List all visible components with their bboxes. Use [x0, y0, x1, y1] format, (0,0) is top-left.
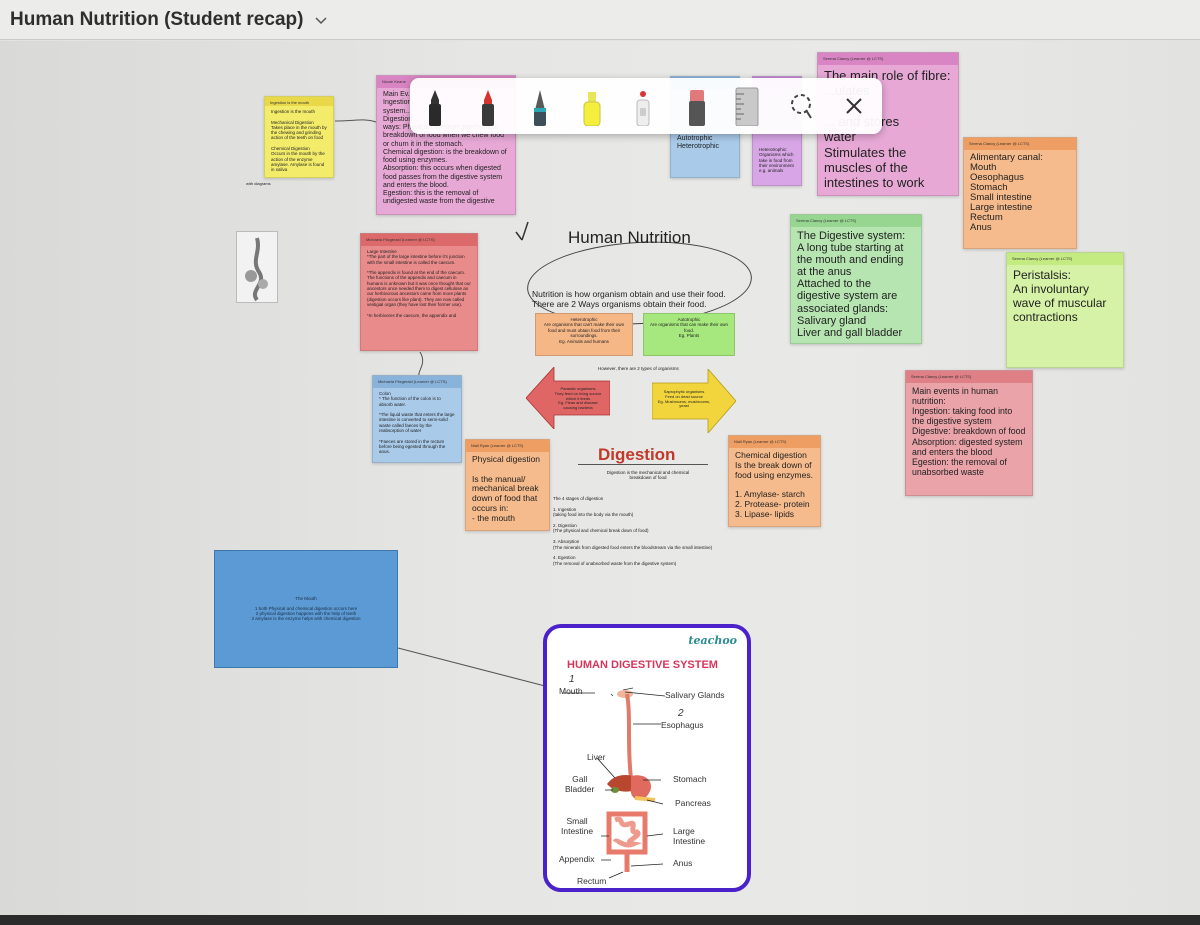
- digestive-system-diagram[interactable]: teachoo HUMAN DIGESTIVE SYSTEM 1 2 Mouth…: [543, 624, 751, 892]
- note-body: Colon * The function of the colon is to …: [379, 391, 455, 455]
- teachoo-logo: teachoo: [688, 634, 737, 647]
- sticky-note-peristalsis[interactable]: Serena Clancy (Learner @ LCTS) Peristals…: [1006, 252, 1124, 368]
- note-body: Heterotrophic: Organisms which take in f…: [759, 147, 794, 174]
- label-rectum: Rectum: [577, 876, 607, 886]
- sticky-note-digestive-system[interactable]: Serena Clancy (Learner @ LCTS) The Diges…: [790, 214, 922, 344]
- sticky-note-colon[interactable]: Michaela Fitzgerald (Learner @ LCTS) Col…: [372, 375, 462, 463]
- saprophytic-label: Saprophytic organisms Feed on dead sourc…: [657, 389, 711, 409]
- label-appendix: Appendix: [559, 854, 595, 864]
- note-author: Ingestion is the mouth: [265, 97, 333, 106]
- note-author: Niall Ryan (Learner @ LCTS): [466, 440, 549, 452]
- diagram-title: HUMAN DIGESTIVE SYSTEM: [567, 659, 718, 671]
- nutrition-intro[interactable]: Nutrition is how organism obtain and use…: [532, 289, 726, 310]
- sticky-note-physical-digestion[interactable]: Niall Ryan (Learner @ LCTS) Physical dig…: [465, 439, 550, 531]
- label-gall-bladder: Gall Bladder: [565, 774, 595, 795]
- note-author: Michaela Fitzgerald (Learner @ LCTS): [373, 376, 461, 388]
- digestive-organs-illustration: [563, 687, 666, 879]
- label-stomach: Stomach: [673, 774, 707, 784]
- note-author: Serena Clancy (Learner @ LCTS): [906, 371, 1032, 383]
- note-author: Serena Clancy (Learner @ LCTS): [964, 138, 1076, 150]
- autotrophic-box[interactable]: Autotrophic Are organisms that can make …: [643, 313, 735, 356]
- label-anus: Anus: [673, 858, 693, 868]
- board-title[interactable]: Human Nutrition (Student recap): [10, 8, 304, 30]
- saprophytic-arrow[interactable]: [652, 369, 736, 433]
- note-body: Ingestion is the mouth Mechanical Digest…: [271, 109, 327, 173]
- eraser-icon[interactable]: [628, 86, 658, 126]
- heterotrophic-box[interactable]: Heterotrophic Are organisms that can't m…: [535, 313, 633, 356]
- mouth-info-box[interactable]: The Mouth 1 both Physical and chemical d…: [214, 550, 398, 668]
- note-author: Serena Clancy (Learner @ LCTS): [791, 215, 921, 227]
- label-esophagus: Esophagus: [661, 720, 704, 730]
- teal-pen-icon[interactable]: [525, 86, 555, 126]
- annotation-1: 1: [569, 674, 575, 685]
- digestion-subtitle: Digestion is the mechanical and chemical…: [606, 470, 690, 480]
- note-body: Alimentary canal: Mouth Oesophagus Stoma…: [970, 152, 1043, 233]
- label-liver: Liver: [587, 752, 606, 762]
- highlighter-icon[interactable]: [577, 86, 607, 126]
- monitor-bezel: [0, 915, 1200, 925]
- digestion-stages[interactable]: The 4 stages of digestion 1. Ingestion (…: [553, 496, 713, 566]
- board-heading[interactable]: Human Nutrition: [568, 228, 691, 247]
- title-bar: Human Nutrition (Student recap): [0, 0, 1200, 40]
- sticky-note-alimentary-canal[interactable]: Serena Clancy (Learner @ LCTS) Alimentar…: [963, 137, 1077, 249]
- annotation-2: 2: [678, 708, 684, 719]
- whiteboard-canvas[interactable]: Ingestion is the mouth Ingestion is the …: [0, 41, 1200, 915]
- label-mouth: Mouth: [559, 686, 583, 696]
- sticky-note-main-events-nutrition[interactable]: Serena Clancy (Learner @ LCTS) Main even…: [905, 370, 1033, 496]
- sticky-note-large-intestine[interactable]: Michaela Fitzgerald (Learner @ LCTS) Lar…: [360, 233, 478, 351]
- note-author: Serena Clancy (Learner @ LCTS): [1007, 253, 1123, 265]
- sticky-note-chemical-digestion[interactable]: Niall Ryan (Learner @ LCTS) Chemical dig…: [728, 435, 821, 527]
- chevron-down-icon[interactable]: [315, 14, 327, 26]
- label-pancreas: Pancreas: [675, 798, 711, 808]
- note-body: The Digestive system: A long tube starti…: [797, 230, 906, 339]
- note-body: Peristalsis: An involuntary wave of musc…: [1013, 268, 1107, 325]
- mouth-box-title: The Mouth: [295, 596, 317, 601]
- note-body: Physical digestion Is the manual/ mechan…: [472, 454, 541, 523]
- digestion-underline: [578, 464, 708, 465]
- digestion-title[interactable]: Digestion: [598, 445, 676, 464]
- note-body: Large Intestine *The part of the large i…: [367, 249, 471, 318]
- note-author: Niall Ryan (Learner @ LCTS): [729, 436, 820, 448]
- parasitic-label: Parasitic organisms They feed on living …: [554, 386, 602, 411]
- thumbnail-label: with diagrams: [246, 181, 271, 186]
- red-pen-icon[interactable]: [473, 86, 503, 126]
- black-pen-icon[interactable]: [420, 86, 450, 126]
- ink-toolbar: [410, 78, 882, 134]
- note-body: Main events in human nutrition: Ingestio…: [912, 386, 1026, 477]
- label-small-intestine: Small Intestine: [561, 816, 594, 837]
- ruler-icon[interactable]: [732, 86, 762, 126]
- close-icon[interactable]: [840, 92, 868, 120]
- note-body: Chemical digestion Is the break down of …: [735, 450, 813, 519]
- note-author: Serena Clancy (Learner @ LCTS): [818, 53, 958, 65]
- digestive-thumbnail-image[interactable]: [236, 231, 278, 303]
- label-salivary-glands: Salivary Glands: [665, 690, 725, 700]
- note-author: Michaela Fitzgerald (Learner @ LCTS): [361, 234, 477, 246]
- lasso-icon[interactable]: [786, 86, 816, 126]
- types-caption[interactable]: However, there are 2 types of organisms: [598, 366, 679, 371]
- sticky-note-mouth[interactable]: Ingestion is the mouth Ingestion is the …: [264, 96, 334, 178]
- thumbnail-drawing: [245, 237, 268, 302]
- label-large-intestine: Large Intestine: [673, 826, 706, 847]
- red-marker-icon[interactable]: [682, 86, 712, 126]
- parasitic-arrow[interactable]: [526, 367, 610, 429]
- note-body: Autotrophic Heterotrophic: [677, 135, 720, 151]
- mouth-box-body: 1 both Physical and chemical digestion o…: [251, 606, 361, 621]
